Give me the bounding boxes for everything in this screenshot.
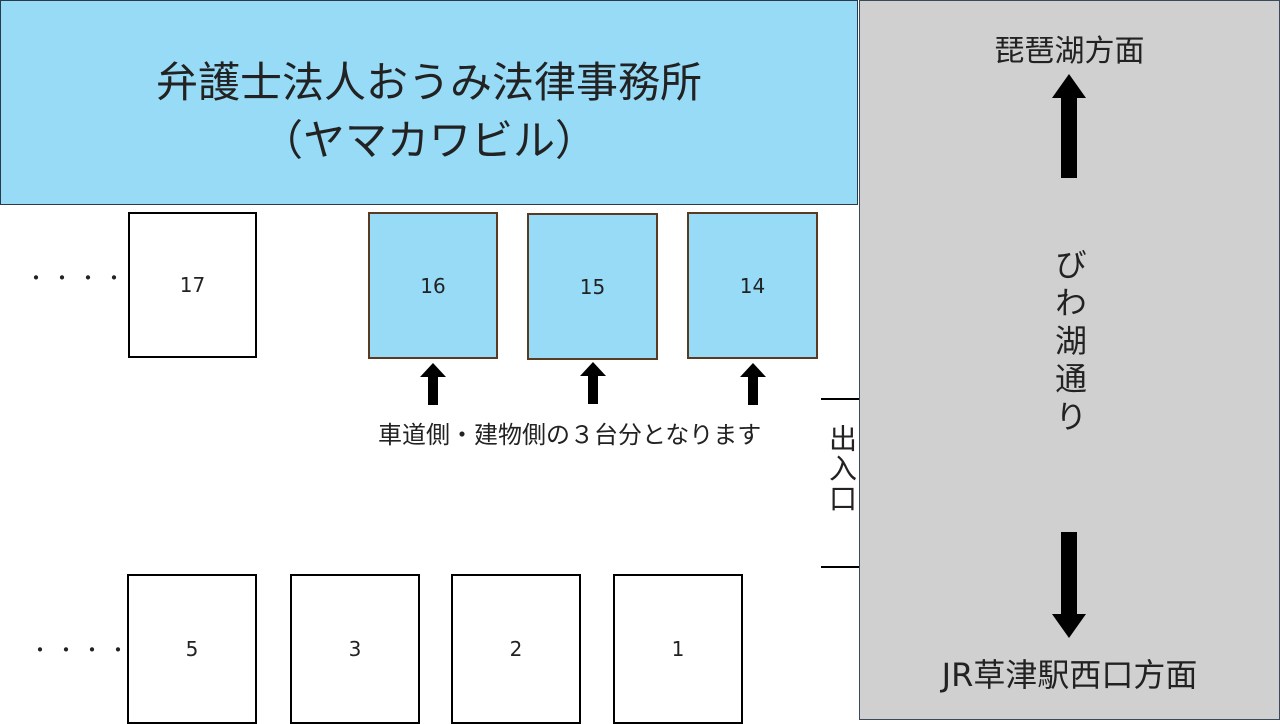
building-subname: （ヤマカワビル） xyxy=(260,116,597,165)
reserved-slots-note: 車道側・建物側の３台分となります xyxy=(378,421,762,449)
building-name: 弁護士法人おうみ法律事務所 xyxy=(155,58,702,107)
arrow-up-icon xyxy=(420,363,446,405)
ellipsis-top: ・・・・ xyxy=(26,266,130,290)
parking-slot-5: 5 xyxy=(127,574,257,724)
arrow-down-icon xyxy=(1052,532,1086,638)
entrance-line-top xyxy=(821,398,859,400)
arrow-up-icon xyxy=(1052,74,1086,178)
south-direction-label: JR草津駅西口方面 xyxy=(941,656,1198,694)
parking-slot-16: 16 xyxy=(368,212,498,359)
parking-slot-14: 14 xyxy=(687,212,818,359)
entrance-label: 出入口 xyxy=(825,424,858,514)
office-building: 弁護士法人おうみ法律事務所 （ヤマカワビル） xyxy=(0,0,858,205)
arrow-up-icon xyxy=(580,362,606,404)
parking-slot-17: 17 xyxy=(128,212,257,358)
parking-slot-1: 1 xyxy=(613,574,743,724)
parking-slot-15: 15 xyxy=(527,213,658,360)
north-direction-label: 琵琶湖方面 xyxy=(994,34,1145,69)
parking-slot-3: 3 xyxy=(290,574,420,724)
ellipsis-bottom: ・・・・ xyxy=(30,638,134,662)
road-name: びわ湖通り xyxy=(1050,248,1088,438)
arrow-up-icon xyxy=(740,363,766,405)
parking-slot-2: 2 xyxy=(451,574,581,724)
entrance-line-bottom xyxy=(821,566,859,568)
